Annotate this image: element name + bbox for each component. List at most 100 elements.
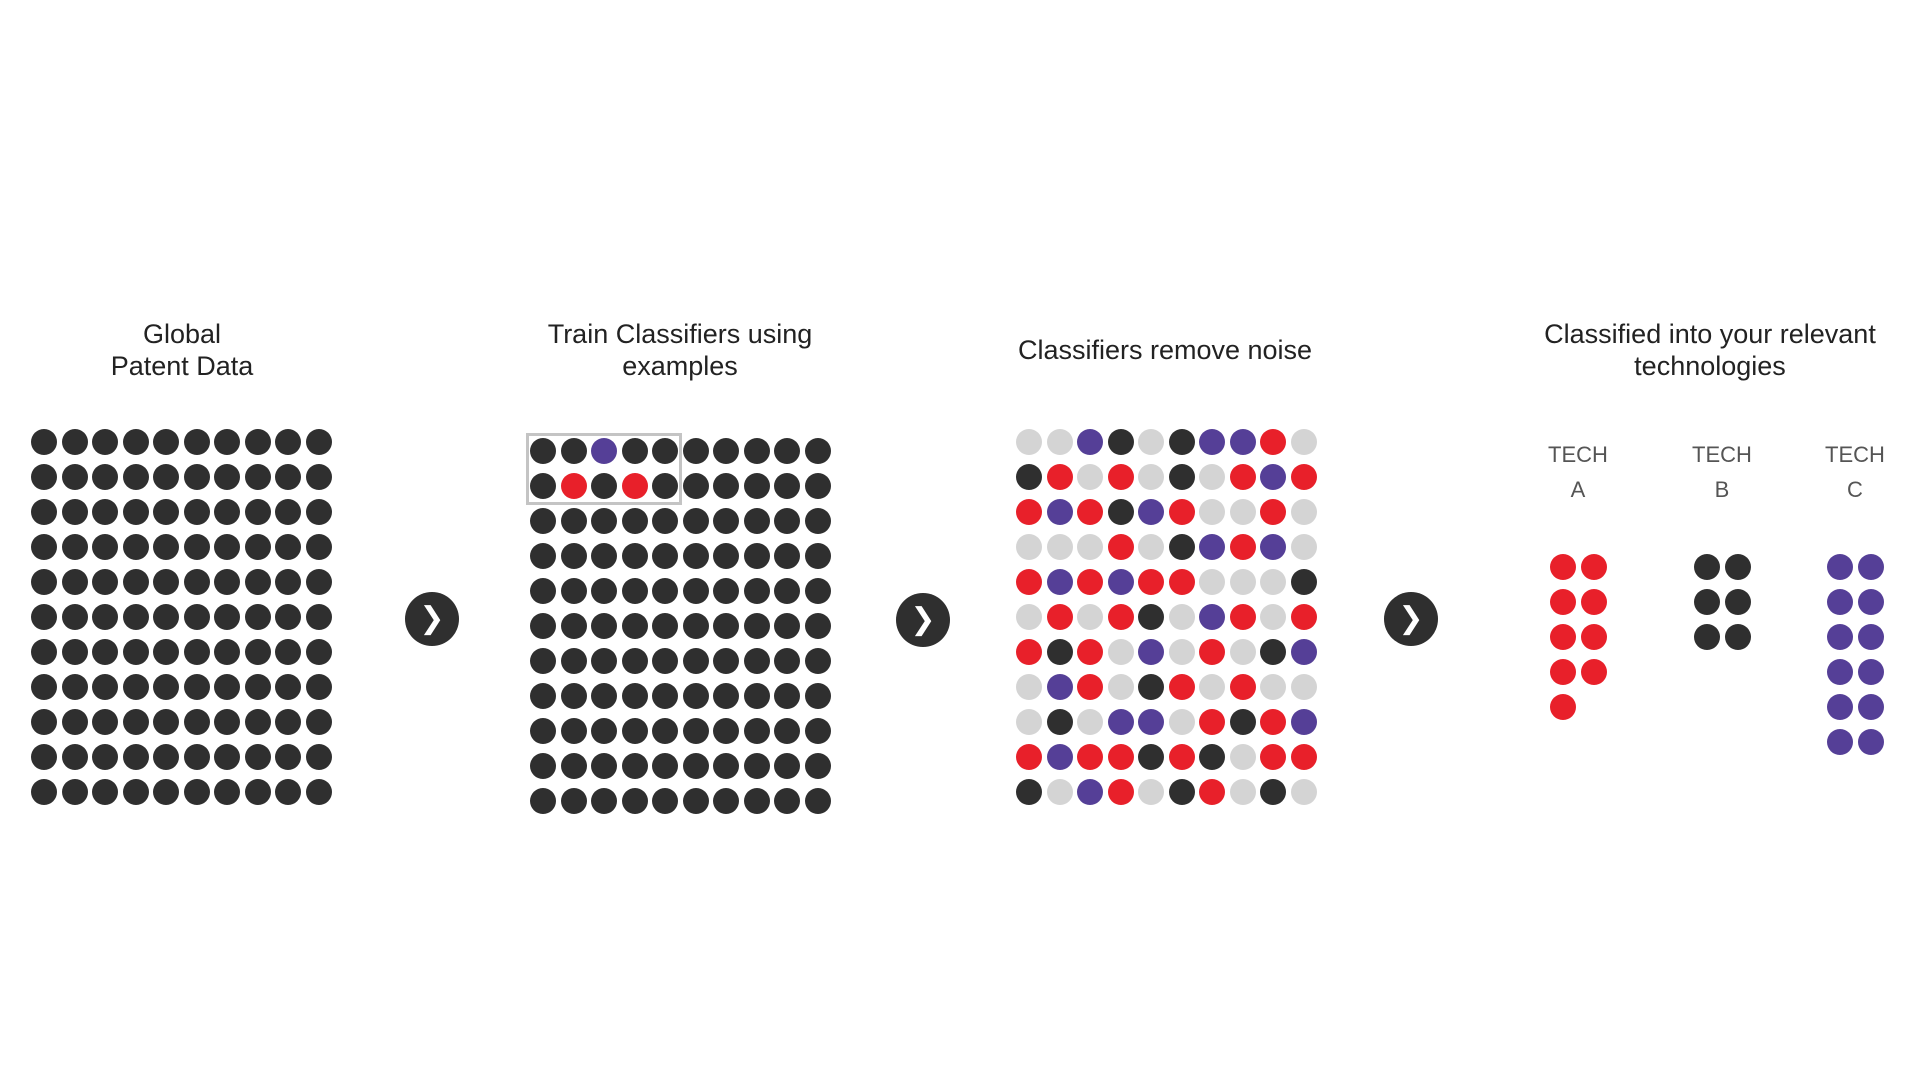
dark-dot: [275, 674, 301, 700]
dark-dot: [560, 788, 587, 814]
dark-dot: [61, 464, 88, 490]
red-dot: [1016, 639, 1042, 665]
purple-dot: [1827, 589, 1853, 615]
tech-c-label: TECH C: [1825, 442, 1885, 502]
dark-dot: [244, 569, 271, 595]
dark-dot: [153, 674, 179, 700]
purple-dot: [1199, 534, 1225, 560]
dark-dot: [61, 639, 88, 665]
dark-dot: [244, 464, 271, 490]
dark-dot: [1046, 709, 1073, 735]
red-dot: [1229, 534, 1256, 560]
dark-dot: [530, 578, 556, 604]
dark-dot: [713, 648, 739, 674]
dark-dot: [31, 604, 57, 630]
dark-dot: [591, 473, 617, 499]
red-dot: [1260, 744, 1286, 770]
dark-dot: [31, 429, 57, 455]
dark-dot: [682, 718, 709, 744]
dark-dot: [1168, 464, 1195, 490]
dark-dot: [153, 709, 179, 735]
dark-dot: [61, 534, 88, 560]
dark-dot: [214, 604, 240, 630]
dark-dot: [244, 604, 271, 630]
red-dot: [1550, 694, 1576, 720]
purple-dot: [1858, 694, 1884, 720]
dark-dot: [275, 709, 301, 735]
dark-dot: [621, 438, 648, 464]
purple-dot: [1107, 709, 1134, 735]
grey-dot: [1138, 534, 1164, 560]
grey-dot: [1168, 709, 1195, 735]
grey-dot: [1199, 569, 1225, 595]
dark-dot: [682, 753, 709, 779]
dark-dot: [560, 578, 587, 604]
red-dot: [1107, 604, 1134, 630]
dark-dot: [804, 648, 831, 674]
dark-dot: [244, 429, 271, 455]
dark-dot: [244, 499, 271, 525]
grey-dot: [1229, 779, 1256, 805]
step-2-title: Train Classifiers using examples: [547, 319, 813, 381]
dark-dot: [743, 683, 770, 709]
purple-dot: [1046, 674, 1073, 700]
dark-dot: [31, 464, 57, 490]
dark-dot: [560, 543, 587, 569]
dark-dot: [591, 578, 617, 604]
purple-dot: [1046, 499, 1073, 525]
purple-dot: [1827, 729, 1853, 755]
grey-dot: [1016, 429, 1042, 455]
dark-dot: [804, 788, 831, 814]
dark-dot: [153, 639, 179, 665]
purple-dot: [1858, 659, 1884, 685]
dark-dot: [560, 613, 587, 639]
dark-dot: [1725, 554, 1751, 580]
dark-dot: [804, 508, 831, 534]
dark-dot: [305, 569, 332, 595]
next-step-arrow-icon: ❯: [896, 593, 950, 647]
grey-dot: [1077, 464, 1103, 490]
dark-dot: [560, 508, 587, 534]
purple-dot: [1290, 709, 1317, 735]
dark-dot: [804, 438, 831, 464]
red-dot: [1550, 554, 1576, 580]
red-dot: [1229, 604, 1256, 630]
dark-dot: [713, 718, 739, 744]
dark-dot: [275, 429, 301, 455]
dark-dot: [183, 779, 210, 805]
dark-dot: [743, 753, 770, 779]
dark-dot: [682, 613, 709, 639]
red-dot: [1229, 464, 1256, 490]
next-step-arrow-icon: ❯: [1384, 592, 1438, 646]
grey-dot: [1046, 429, 1073, 455]
dark-dot: [61, 604, 88, 630]
red-dot: [1260, 709, 1286, 735]
dark-dot: [743, 788, 770, 814]
dark-dot: [92, 779, 118, 805]
dark-dot: [774, 788, 800, 814]
dark-dot: [1694, 624, 1720, 650]
dark-dot: [774, 473, 800, 499]
dark-dot: [1725, 624, 1751, 650]
red-dot: [1550, 624, 1576, 650]
red-dot: [1199, 639, 1225, 665]
dark-dot: [530, 438, 556, 464]
dark-dot: [122, 429, 149, 455]
dark-dot: [214, 464, 240, 490]
dark-dot: [804, 683, 831, 709]
dark-dot: [560, 648, 587, 674]
grey-dot: [1016, 674, 1042, 700]
dark-dot: [214, 744, 240, 770]
grey-dot: [1290, 779, 1317, 805]
dark-dot: [153, 569, 179, 595]
dark-dot: [305, 429, 332, 455]
purple-dot: [1046, 744, 1073, 770]
purple-dot: [1827, 694, 1853, 720]
red-dot: [1107, 779, 1134, 805]
red-dot: [1290, 604, 1317, 630]
dark-dot: [774, 543, 800, 569]
dark-dot: [1168, 779, 1195, 805]
grey-dot: [1016, 709, 1042, 735]
grey-dot: [1290, 674, 1317, 700]
dark-dot: [244, 674, 271, 700]
